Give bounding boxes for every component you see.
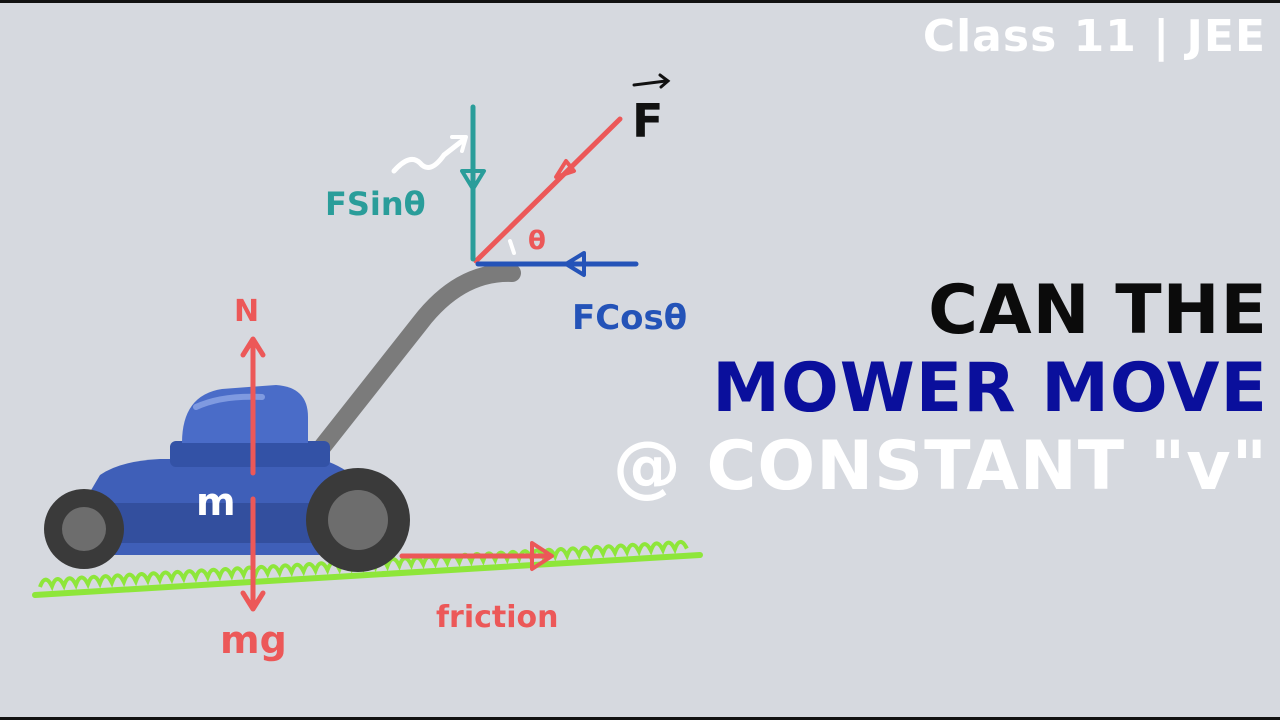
headline-line-3: @ CONSTANT "v" [612, 427, 1268, 506]
headline-line-2: MOWER MOVE [712, 349, 1268, 428]
fsin-component-arrow [460, 104, 486, 262]
angle-arc [508, 239, 516, 255]
mower-handle [269, 263, 521, 512]
vector-arrow-over-f [632, 73, 671, 89]
weight-arrow [240, 496, 266, 612]
pointer-squiggle [391, 135, 468, 174]
force-label: F [632, 94, 663, 148]
theta-label: θ [528, 226, 546, 256]
normal-force-arrow [240, 336, 266, 476]
headline-line-1: CAN THE [928, 271, 1268, 350]
rear-wheel [44, 489, 124, 569]
fsin-label: FSinθ [325, 185, 426, 223]
normal-label: N [234, 294, 259, 329]
friction-arrow [399, 541, 554, 571]
applied-force-arrow [473, 116, 623, 264]
mass-label: m [196, 480, 236, 524]
fcos-component-arrow [475, 251, 639, 277]
weight-label: mg [220, 618, 287, 662]
front-wheel [306, 468, 410, 572]
class-badge: Class 11 | JEE [922, 11, 1266, 62]
lawn-mower-force-diagram: F FSinθ FCosθ θ N m mg friction [32, 73, 703, 662]
fcos-label: FCosθ [572, 298, 687, 338]
friction-label: friction [436, 600, 559, 635]
